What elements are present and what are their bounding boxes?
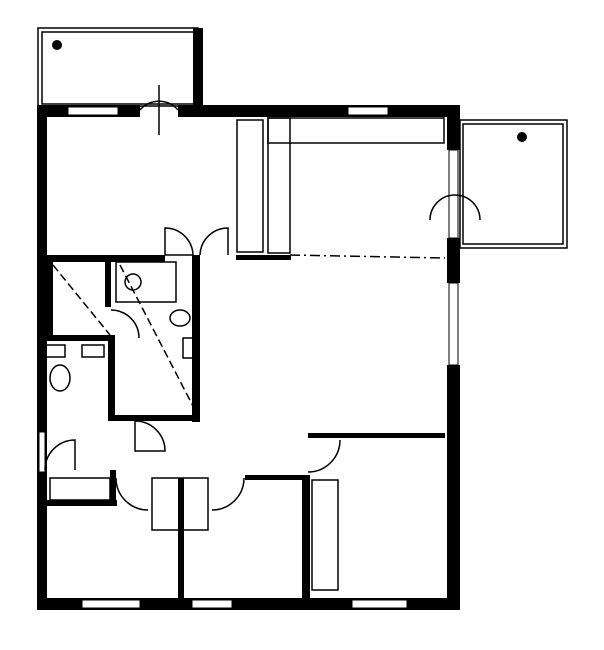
- interior-walls: [37, 255, 445, 598]
- wardrobes: [49, 477, 339, 591]
- drain-icon: [52, 40, 62, 50]
- balcony-wall: [193, 28, 203, 108]
- drain-icon: [517, 132, 527, 142]
- doors: [44, 85, 481, 511]
- balcony-right: [459, 119, 568, 249]
- bathroom-fixtures: [44, 261, 196, 411]
- kitchen-counters: [236, 117, 446, 259]
- balcony-top-left: [37, 27, 199, 107]
- windows: [38, 106, 459, 609]
